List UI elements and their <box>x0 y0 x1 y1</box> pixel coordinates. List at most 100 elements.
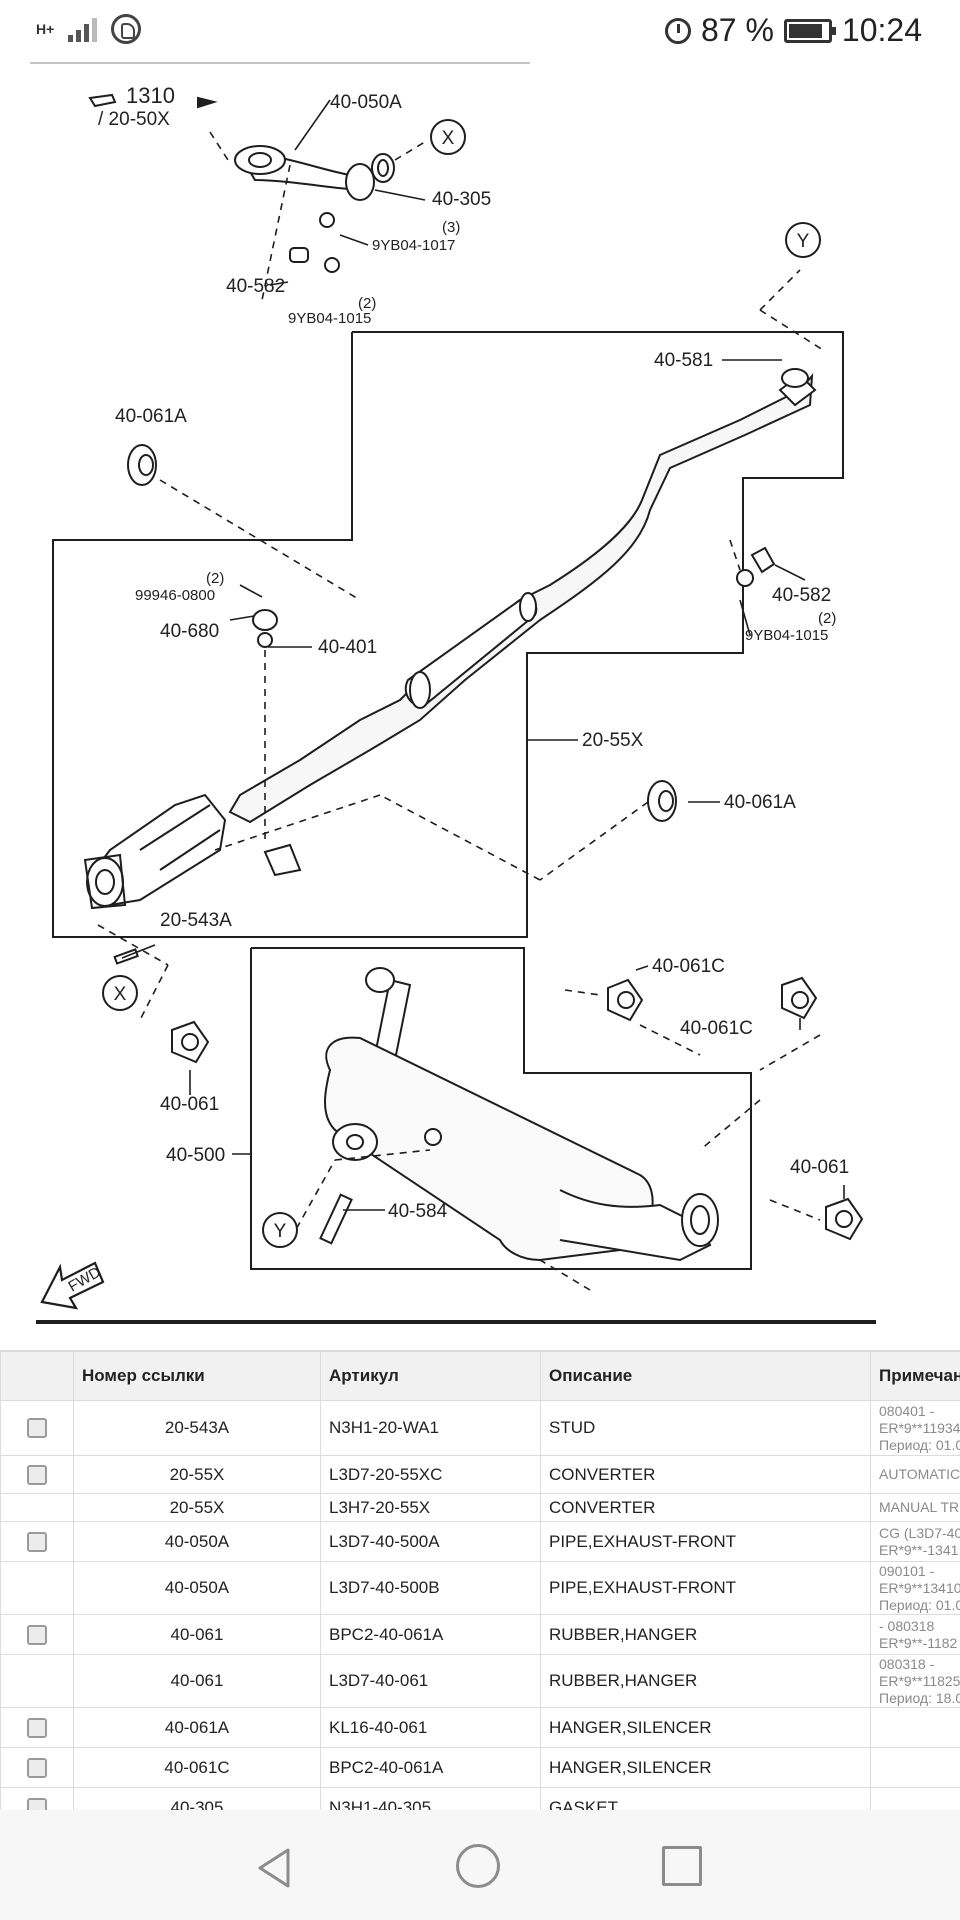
part-40-061A-right: 40-061A <box>724 792 796 813</box>
row-checkbox-cell[interactable] <box>0 1787 74 1811</box>
table-row[interactable]: 20-543A N3H1-20-WA1 STUD 080401 -ER*9**1… <box>0 1400 960 1456</box>
note-line: AUTOMATIC <box>879 1466 960 1482</box>
qty-2-a: (2) <box>358 295 376 312</box>
alarm-icon <box>664 17 691 44</box>
parts-table-container[interactable]: Номер ссылки Артикул Описание Примечан 2… <box>0 1350 960 1811</box>
row-checkbox-cell[interactable] <box>0 1400 74 1456</box>
table-row[interactable]: 40-061C BPC2-40-061A HANGER,SILENCER <box>0 1747 960 1788</box>
part-20-55X: 20-55X <box>582 730 644 751</box>
part-99946-0800: 99946-0800 <box>135 587 215 604</box>
cell-description: CONVERTER <box>540 1455 871 1494</box>
ref-1310-label: 1310 <box>126 83 175 108</box>
hangers-drawing <box>127 444 864 1241</box>
note-line: 080401 - <box>879 1402 935 1419</box>
part-9YB04-1015-top: 9YB04-1015 <box>288 310 371 327</box>
cell-description: HANGER,SILENCER <box>540 1747 871 1788</box>
row-checkbox-cell[interactable] <box>0 1455 74 1494</box>
part-9YB04-1017: 9YB04-1017 <box>372 237 455 254</box>
part-40-584: 40-584 <box>388 1201 448 1222</box>
table-row[interactable]: 40-050A L3D7-40-500B PIPE,EXHAUST-FRONT … <box>0 1561 960 1615</box>
table-row[interactable]: 20-55X L3D7-20-55XC CONVERTER AUTOMATIC <box>0 1455 960 1494</box>
row-checkbox[interactable] <box>27 1418 47 1438</box>
cell-article: N3H1-40-305 <box>320 1787 541 1811</box>
cell-ref: 20-55X <box>73 1493 321 1522</box>
table-row[interactable]: 40-061 BPC2-40-061A RUBBER,HANGER - 0803… <box>0 1614 960 1655</box>
qty-3: (3) <box>442 219 460 236</box>
marker-y-top <box>785 222 821 258</box>
marker-x-bottom-label: X <box>114 984 127 1005</box>
row-checkbox[interactable] <box>27 1757 47 1778</box>
cell-ref: 40-050A <box>73 1561 321 1615</box>
header-ref[interactable]: Номер ссылки <box>73 1351 321 1401</box>
cell-ref: 40-061 <box>73 1654 321 1708</box>
table-row[interactable]: 40-061A KL16-40-061 HANGER,SILENCER <box>0 1707 960 1748</box>
navigation-bar <box>0 1810 960 1920</box>
note-line: CG (L3D7-40 <box>879 1524 960 1541</box>
cell-description: HANGER,SILENCER <box>540 1707 871 1748</box>
part-40-061A-left: 40-061A <box>115 406 187 427</box>
back-triangle-icon[interactable] <box>256 1846 292 1890</box>
cell-article: KL16-40-061 <box>320 1707 541 1748</box>
cell-ref: 20-55X <box>73 1455 321 1494</box>
recent-apps-square-icon[interactable] <box>662 1846 702 1886</box>
exhaust-diagram[interactable]: X Y X Y FWD 1310 / 20-50X 40-050A 40-305… <box>0 60 960 1350</box>
battery-icon <box>783 18 836 43</box>
note-line: - 080318 <box>879 1617 935 1634</box>
signal-icon <box>68 16 98 42</box>
clock: 10:24 <box>841 12 922 48</box>
middle-box-outline <box>52 331 844 938</box>
cell-note: AUTOMATIC <box>870 1455 960 1494</box>
parts-table: Номер ссылки Артикул Описание Примечан 2… <box>0 1351 960 1811</box>
row-checkbox-cell[interactable] <box>0 1747 74 1788</box>
battery-fill <box>788 23 822 38</box>
part-40-061-right: 40-061 <box>790 1157 849 1178</box>
part-40-581: 40-581 <box>654 350 713 371</box>
marker-y-bottom-label: Y <box>274 1221 287 1242</box>
marker-y-bottom <box>262 1212 298 1248</box>
row-checkbox-cell[interactable] <box>0 1614 74 1655</box>
cell-description: RUBBER,HANGER <box>540 1614 871 1655</box>
cell-article: L3H7-20-55X <box>320 1493 541 1522</box>
part-40-680: 40-680 <box>160 621 219 642</box>
pointer-hand-icon <box>88 93 218 109</box>
header-description[interactable]: Описание <box>540 1351 871 1401</box>
cell-ref: 40-061C <box>73 1747 321 1788</box>
table-row[interactable]: 40-305 N3H1-40-305 GASKET <box>0 1787 960 1811</box>
front-pipe-drawing <box>234 145 395 273</box>
row-checkbox[interactable] <box>27 1531 47 1552</box>
cell-article: L3D7-40-500A <box>320 1521 541 1562</box>
row-checkbox[interactable] <box>27 1464 47 1485</box>
network-type: H+ <box>36 21 55 37</box>
note-line: ER*9**13410 <box>879 1579 960 1596</box>
row-checkbox[interactable] <box>27 1624 47 1645</box>
table-row[interactable]: 20-55X L3H7-20-55X CONVERTER MANUAL TR <box>0 1493 960 1522</box>
note-line: 090101 - <box>879 1562 935 1579</box>
row-checkbox[interactable] <box>27 1717 47 1738</box>
note-line: ER*9**-1341 <box>879 1541 959 1558</box>
cell-ref: 40-061A <box>73 1707 321 1748</box>
cell-article: L3D7-40-500B <box>320 1561 541 1615</box>
header-note[interactable]: Примечан <box>870 1351 960 1401</box>
row-checkbox[interactable] <box>27 1797 47 1811</box>
table-body: 20-543A N3H1-20-WA1 STUD 080401 -ER*9**1… <box>0 1400 960 1811</box>
home-circle-icon[interactable] <box>456 1844 500 1888</box>
part-40-401: 40-401 <box>318 637 377 658</box>
cell-article: BPC2-40-061A <box>320 1747 541 1788</box>
row-checkbox-cell[interactable] <box>0 1707 74 1748</box>
part-40-050A: 40-050A <box>330 92 402 113</box>
table-row[interactable]: 40-061 L3D7-40-061 RUBBER,HANGER 080318 … <box>0 1654 960 1708</box>
table-header-row: Номер ссылки Артикул Описание Примечан <box>0 1351 960 1401</box>
row-checkbox-cell <box>0 1493 74 1522</box>
row-checkbox-cell[interactable] <box>0 1521 74 1562</box>
header-article[interactable]: Артикул <box>320 1351 541 1401</box>
fwd-arrow-icon <box>40 1261 105 1310</box>
header-checkbox <box>0 1351 74 1401</box>
part-40-061C-mid: 40-061C <box>680 1018 753 1039</box>
cell-note: MANUAL TR <box>870 1493 960 1522</box>
table-row[interactable]: 40-050A L3D7-40-500A PIPE,EXHAUST-FRONT … <box>0 1521 960 1562</box>
part-40-582-top: 40-582 <box>226 276 285 297</box>
